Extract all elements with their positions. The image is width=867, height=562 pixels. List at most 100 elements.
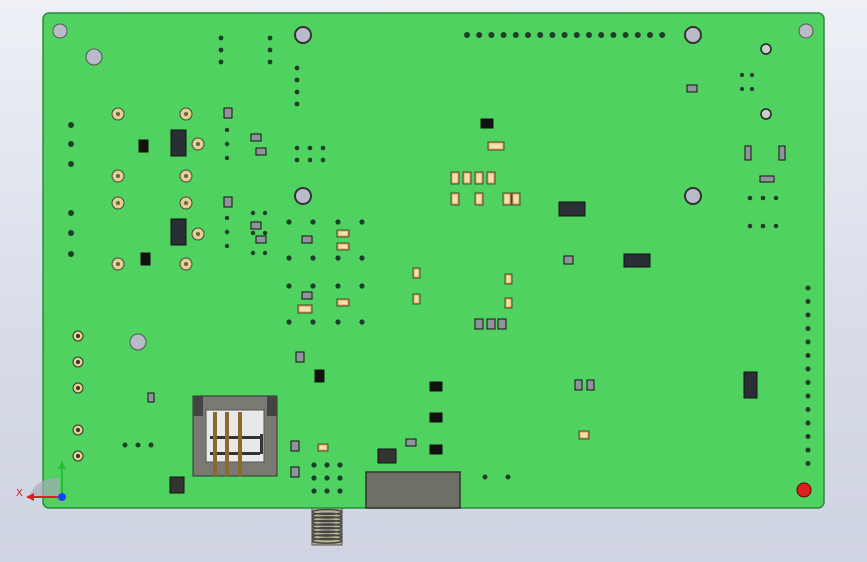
antenna-spring-connector[interactable] xyxy=(311,504,343,546)
via xyxy=(68,122,74,128)
smd-part xyxy=(290,440,300,452)
header-pin xyxy=(586,32,592,38)
gold-pad-hole xyxy=(184,262,188,266)
ic-chip xyxy=(743,371,758,399)
smd-part xyxy=(759,175,775,183)
pad xyxy=(335,255,341,261)
mounting-holes xyxy=(52,23,814,351)
axis-triad-icon: X xyxy=(16,461,66,501)
transistor xyxy=(314,369,325,383)
header-pin xyxy=(805,326,811,331)
header-pin xyxy=(610,32,617,38)
header-pin xyxy=(659,32,666,38)
pad xyxy=(224,127,230,133)
pad xyxy=(320,157,326,163)
pad xyxy=(307,157,313,163)
header-pin xyxy=(805,420,811,426)
resistor-body xyxy=(414,269,419,277)
pad xyxy=(224,141,230,147)
gold-pad-hole xyxy=(116,201,120,205)
spring-coil xyxy=(311,516,343,523)
pad xyxy=(122,442,128,448)
smd-part xyxy=(255,235,267,244)
pad xyxy=(311,488,317,494)
transistor xyxy=(429,381,443,392)
gold-test-pads xyxy=(111,107,205,271)
pad xyxy=(747,195,753,201)
led xyxy=(760,43,772,55)
pad xyxy=(262,210,268,216)
spring-coil xyxy=(311,519,343,526)
pad xyxy=(310,219,316,225)
resistor-body xyxy=(488,173,494,183)
components[interactable] xyxy=(138,43,786,494)
smd-part xyxy=(405,438,417,447)
resistor-body xyxy=(506,275,511,283)
pad xyxy=(135,442,141,448)
right-pin-header xyxy=(805,285,811,466)
header-pin xyxy=(805,312,811,318)
left-vias xyxy=(68,122,84,462)
resistor-body xyxy=(464,173,470,183)
resistor-body xyxy=(452,194,458,204)
pad xyxy=(739,86,745,92)
transistor xyxy=(429,444,443,455)
resistor-body xyxy=(299,306,311,312)
ring-pad-hole xyxy=(76,334,80,338)
header-pin xyxy=(805,393,811,399)
smd-part xyxy=(686,84,698,93)
spring-coil xyxy=(311,534,343,541)
smd-part xyxy=(486,318,496,330)
mounting-hole xyxy=(294,187,312,205)
pcb-board[interactable] xyxy=(42,12,825,509)
via xyxy=(68,251,74,257)
resistor-body xyxy=(338,244,348,249)
gold-pad-hole xyxy=(184,201,188,205)
via xyxy=(68,161,74,167)
pad xyxy=(250,250,256,256)
pad xyxy=(294,101,300,107)
pad xyxy=(267,59,273,65)
ring-pad-hole xyxy=(76,454,80,458)
pad xyxy=(320,145,326,151)
header-pin xyxy=(805,461,811,466)
smd-part xyxy=(223,107,233,119)
pad xyxy=(335,283,341,289)
smd-part xyxy=(147,392,155,403)
smd-part xyxy=(255,147,267,156)
sim-card-holder[interactable] xyxy=(192,395,278,477)
smd-part xyxy=(295,351,305,363)
smd-part xyxy=(301,291,313,300)
gold-pad-hole xyxy=(196,142,200,146)
header-pin xyxy=(805,339,811,345)
via xyxy=(68,210,74,216)
pad xyxy=(224,155,230,161)
pad xyxy=(749,86,755,92)
mounting-hole xyxy=(684,187,702,205)
spring-coil xyxy=(311,508,343,516)
pad xyxy=(218,35,224,41)
header-pin xyxy=(634,32,641,38)
pad xyxy=(359,283,365,289)
pad xyxy=(324,462,330,468)
pad xyxy=(773,195,779,201)
header-pin xyxy=(805,407,811,412)
mounting-hole xyxy=(85,48,103,66)
resistor-body xyxy=(504,194,510,204)
pad xyxy=(747,223,753,229)
pad xyxy=(749,72,755,78)
pad xyxy=(310,283,316,289)
bottom-edge-connector[interactable] xyxy=(365,471,461,509)
pad xyxy=(224,229,230,235)
pad xyxy=(148,442,154,448)
pad xyxy=(286,319,292,325)
mounting-hole xyxy=(798,23,814,39)
pad xyxy=(359,219,365,225)
pad xyxy=(760,223,766,229)
header-pin xyxy=(549,32,556,38)
transistor xyxy=(480,118,494,129)
gold-pad-hole xyxy=(116,174,120,178)
header-pin xyxy=(598,32,605,38)
